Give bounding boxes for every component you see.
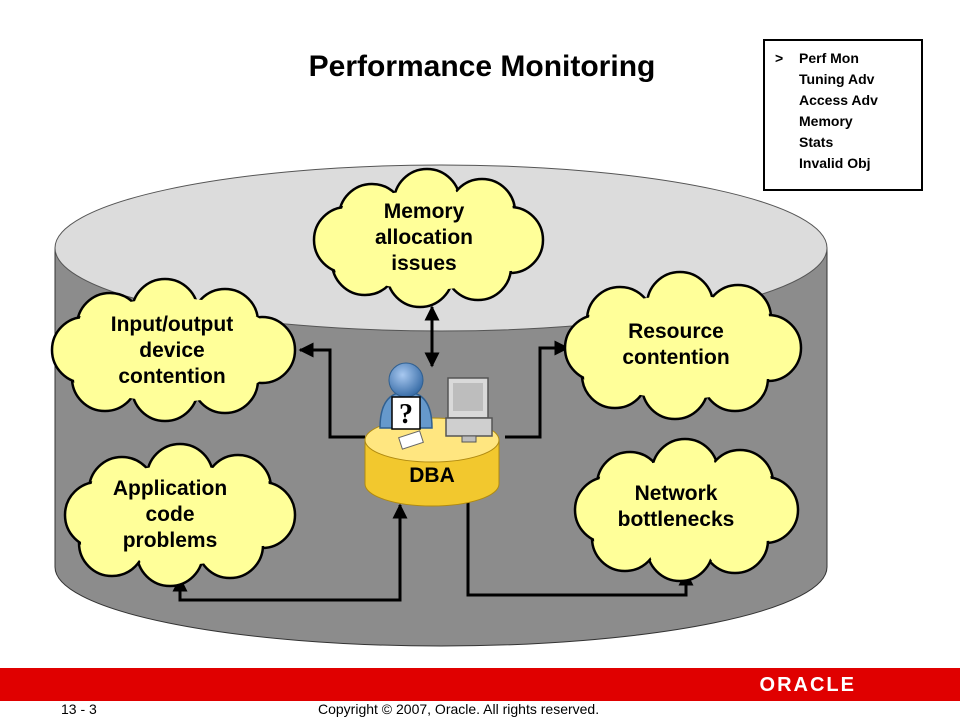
nav-item-tuning-adv: Tuning Adv [765,71,921,92]
connector-io [298,342,365,439]
cloud-text-line: device [139,339,204,362]
cloud-fill [54,281,293,419]
cloud-text-line: Input/output [111,313,233,336]
copyright-notice: Copyright © 2007, Oracle. All rights res… [318,701,600,717]
person-icon: ? [379,362,433,430]
cloud-text-line: contention [118,365,225,388]
cloud-fill [577,441,796,579]
connectors [172,305,694,602]
cloud-memory-allocation: Memory allocation issues [312,167,545,309]
nav-item-label: Access Adv [799,92,878,108]
section-navigation-box: > Perf Mon Tuning Adv Access Adv Memory … [763,39,923,191]
cloud-application-code: Application code problems [63,442,297,588]
cloud-fill [67,446,293,584]
nav-item-invalid-obj: Invalid Obj [765,155,921,176]
connector-network [466,502,694,597]
nav-item-label: Invalid Obj [799,155,871,171]
cloud-text-line: issues [391,252,456,275]
question-mark-icon: ? [399,399,413,430]
cloud-text-line: code [145,503,194,526]
dba-hub: ? DBA [364,362,500,507]
connector-application [172,503,408,602]
nav-item-perf-mon: > Perf Mon [765,50,921,71]
cloud-fill [316,171,541,305]
cloud-text-line: allocation [375,226,473,249]
cloud-text-line: contention [622,346,729,369]
nav-item-label: Tuning Adv [799,71,875,87]
nav-item-label: Memory [799,113,853,129]
cloud-text-line: Memory [384,200,465,223]
dba-label: DBA [409,464,455,487]
note-icon [398,430,424,450]
cloud-fill [567,274,799,417]
oracle-logo: ORACLE [759,674,856,696]
computer-icon [445,377,493,443]
current-section-marker: > [775,50,784,66]
cloud-text-line: Resource [628,320,724,343]
nav-item-label: Stats [799,134,834,150]
cloud-text-line: bottlenecks [618,508,735,531]
connector-resource [505,340,570,439]
nav-item-access-adv: Access Adv [765,92,921,113]
performance-diagram: ? DBA Memory allocation i [50,164,828,647]
cloud-network-bottlenecks: Network bottlenecks [573,437,800,583]
page-number: 13 - 3 [61,701,97,717]
cloud-text-line: problems [123,529,218,552]
cloud-text-line: Network [635,482,718,505]
cloud-text-line: Application [113,477,227,500]
nav-item-label: Perf Mon [799,50,859,66]
nav-item-memory: Memory [765,113,921,134]
slide-title: Performance Monitoring [308,50,656,83]
footer-bar: ORACLE [0,668,960,701]
cloud-io-contention: Input/output device contention [50,277,297,423]
nav-item-stats: Stats [765,134,921,155]
cloud-resource-contention: Resource contention [563,270,803,421]
